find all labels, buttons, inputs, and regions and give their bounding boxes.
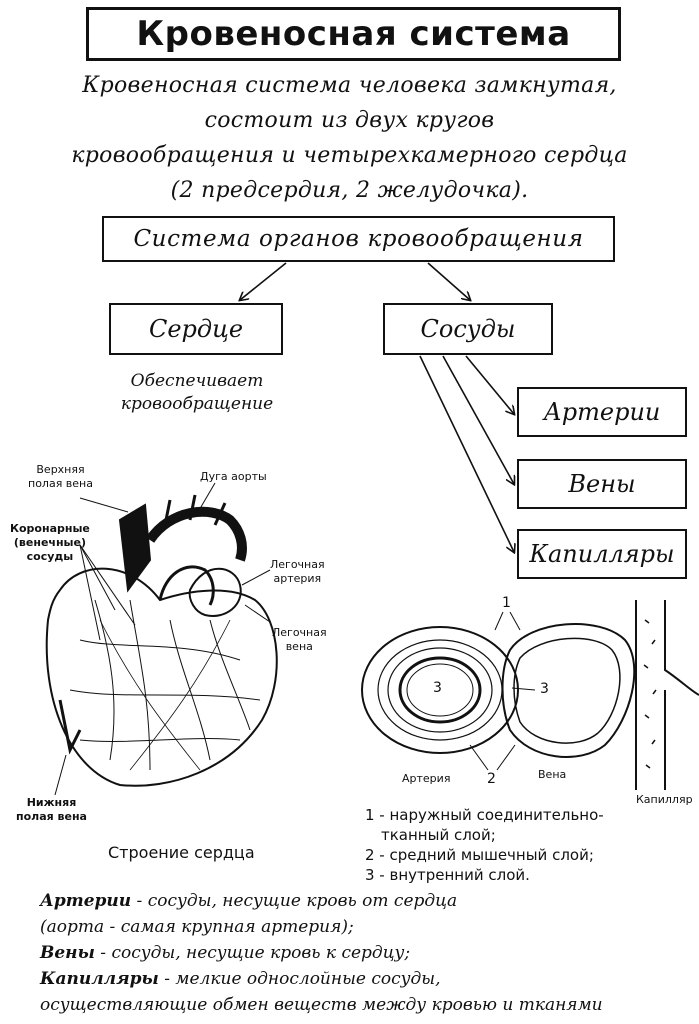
arrow-to-veins xyxy=(442,355,514,484)
definition-text: - сосуды, несущие кровь от сердца xyxy=(131,891,458,911)
label-artery: Артерия xyxy=(402,772,451,785)
label-inferior-vena-cava: Нижняя полая вена xyxy=(16,796,87,824)
label-line: Нижняя xyxy=(26,796,77,809)
marker-2: 2 xyxy=(487,771,496,787)
label-line: полая вена xyxy=(28,477,93,490)
definition-term: Вены xyxy=(40,943,95,963)
label-pulmonary-vein: Легочная вена xyxy=(272,626,327,654)
label-aortic-arch: Дуга аорты xyxy=(200,470,267,483)
intro-line: состоит из двух кругов xyxy=(204,108,495,133)
marker-1: 1 xyxy=(502,595,511,611)
definition-text: - мелкие однослойные сосуды, xyxy=(158,969,441,989)
definition-term: Капилляры xyxy=(40,969,159,989)
label-line: Верхняя xyxy=(36,463,85,476)
definition-text: - сосуды, несущие кровь к сердцу; xyxy=(94,943,411,963)
circulatory-system-box: Система органов кровообращения xyxy=(102,216,615,262)
page-title: Кровеносная система xyxy=(86,7,621,61)
marker-3-artery: 3 xyxy=(433,680,442,696)
heart-structure-caption: Строение сердца xyxy=(108,843,255,862)
definition-line: Вены - сосуды, несущие кровь к сердцу; xyxy=(40,940,699,966)
label-capillary: Капилляр xyxy=(636,793,693,806)
arrow-root-to-heart xyxy=(240,262,287,300)
arrow-to-capillaries xyxy=(419,355,514,552)
intro-text: Кровеносная система человека замкнутая, … xyxy=(20,68,679,208)
arteries-box: Артерии xyxy=(517,387,687,437)
label-line: Коронарные xyxy=(10,522,90,535)
label-line: (венечные) xyxy=(13,536,86,549)
caption-line: кровообращение xyxy=(120,394,274,414)
heart-box: Сердце xyxy=(109,303,283,355)
capillaries-box: Капилляры xyxy=(517,529,687,579)
arrow-root-to-vessels xyxy=(427,262,470,300)
layer-line: тканный слой; xyxy=(381,826,496,844)
label-line: полая вена xyxy=(16,810,87,823)
label-line: вена xyxy=(285,640,313,653)
capillary-illustration xyxy=(635,600,699,790)
definition-line: осуществляющие обмен веществ между кровь… xyxy=(40,992,699,1018)
intro-line: Кровеносная система человека замкнутая, xyxy=(82,73,617,98)
vessels-box: Сосуды xyxy=(383,303,553,355)
veins-box: Вены xyxy=(517,459,687,509)
definition-term: Артерии xyxy=(40,891,132,911)
label-line: Легочная xyxy=(272,626,327,639)
label-vein: Вена xyxy=(538,768,567,781)
intro-line: (2 предсердия, 2 желудочка). xyxy=(170,178,529,203)
vessel-cross-section xyxy=(361,611,636,771)
label-superior-vena-cava: Верхняя полая вена xyxy=(28,463,93,491)
heart-pointer-lines xyxy=(54,482,271,796)
definition-text: осуществляющие обмен веществ между кровь… xyxy=(40,995,603,1015)
label-line: сосуды xyxy=(26,550,74,563)
arrow-to-arteries xyxy=(465,355,514,414)
label-line: артерия xyxy=(273,572,322,585)
definition-text: (аорта - самая крупная артерия); xyxy=(40,917,354,937)
layer-line: 1 - наружный соединительно- xyxy=(365,806,604,824)
heart-function-caption: Обеспечивает кровообращение xyxy=(92,370,302,416)
label-coronary-vessels: Коронарные (венечные) сосуды xyxy=(10,522,90,564)
label-line: Легочная xyxy=(270,558,325,571)
definitions: Артерии - сосуды, несущие кровь от сердц… xyxy=(40,888,699,1018)
layer-line: 2 - средний мышечный слой; xyxy=(365,846,594,864)
definition-line: (аорта - самая крупная артерия); xyxy=(40,914,699,940)
heart-illustration xyxy=(45,494,278,787)
intro-line: кровообращения и четырехкамерного сердца xyxy=(71,143,628,168)
caption-line: Обеспечивает xyxy=(130,371,264,391)
marker-3-vein: 3 xyxy=(540,681,549,697)
layer-line: 3 - внутренний слой. xyxy=(365,866,530,884)
definition-line: Капилляры - мелкие однослойные сосуды, xyxy=(40,966,699,992)
definition-line: Артерии - сосуды, несущие кровь от сердц… xyxy=(40,888,699,914)
label-pulmonary-artery: Легочная артерия xyxy=(270,558,325,586)
vessel-layers-legend: 1 - наружный соединительно- тканный слой… xyxy=(365,805,699,885)
